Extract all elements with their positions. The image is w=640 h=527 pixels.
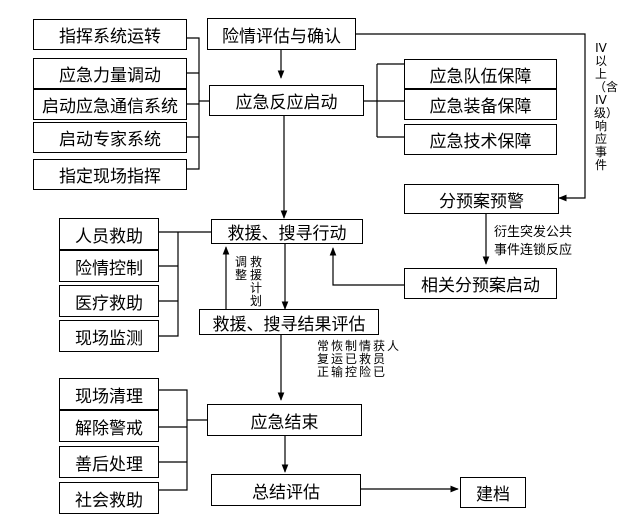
iv-response-label: IV以上（含IV级）响应事件 xyxy=(594,41,619,172)
status-col-2: 恢运输 xyxy=(330,339,343,379)
box-tech-support: 应急技术保障 xyxy=(404,124,557,155)
box-archive: 建档 xyxy=(460,477,526,508)
status-col-5: 获员已 xyxy=(372,339,385,379)
box-hazard-control: 险情控制 xyxy=(59,250,159,282)
adjust-label-left: 调整 xyxy=(234,255,247,282)
arrow-related-to-rescue xyxy=(329,247,404,286)
box-command-system: 指挥系统运转 xyxy=(33,19,187,50)
bracket-left-top xyxy=(187,37,209,170)
bracket-left-mid xyxy=(159,231,211,337)
box-equipment-support: 应急装备保障 xyxy=(404,89,557,120)
box-risk-assessment: 险情评估与确认 xyxy=(207,18,356,50)
status-col-4: 情救险 xyxy=(358,339,371,379)
box-site-command: 指定现场指挥 xyxy=(33,159,187,190)
box-medical-rescue: 医疗救助 xyxy=(59,285,159,317)
box-social-rescue: 社会救助 xyxy=(59,482,159,514)
box-related-sub-plan: 相关分预案启动 xyxy=(404,268,557,299)
box-force-dispatch: 应急力量调动 xyxy=(33,58,187,89)
arrow-assess-to-warning xyxy=(356,33,586,202)
status-col-1: 常复正 xyxy=(316,339,329,379)
box-emergency-start: 应急反应启动 xyxy=(209,85,364,116)
box-rescue-search: 救援、搜寻行动 xyxy=(211,219,363,244)
box-summary-evaluation: 总结评估 xyxy=(211,474,361,506)
status-col-3: 制已控 xyxy=(344,339,357,379)
derive-label-1: 衍生突发公共 xyxy=(494,225,573,240)
box-site-cleanup: 现场清理 xyxy=(59,378,159,410)
adjust-label-right: 救援计划 xyxy=(249,255,262,308)
box-sub-plan-warning: 分预案预警 xyxy=(404,184,559,214)
box-personnel-rescue: 人员救助 xyxy=(59,218,159,250)
box-aftermath: 善后处理 xyxy=(59,446,159,478)
box-site-monitoring: 现场监测 xyxy=(59,320,159,352)
box-emergency-end: 应急结束 xyxy=(207,404,362,436)
bracket-left-bottom xyxy=(159,389,207,491)
box-team-support: 应急队伍保障 xyxy=(404,59,557,89)
box-comm-system: 启动应急通信系统 xyxy=(33,89,187,120)
derive-label-2: 事件连锁反应 xyxy=(494,243,573,258)
status-col-6: 人 xyxy=(386,339,399,353)
box-lift-alert: 解除警戒 xyxy=(59,410,159,442)
box-result-evaluation: 救援、搜寻结果评估 xyxy=(199,309,379,335)
bracket-right-top xyxy=(364,63,404,138)
box-expert-system: 启动专家系统 xyxy=(33,122,187,153)
